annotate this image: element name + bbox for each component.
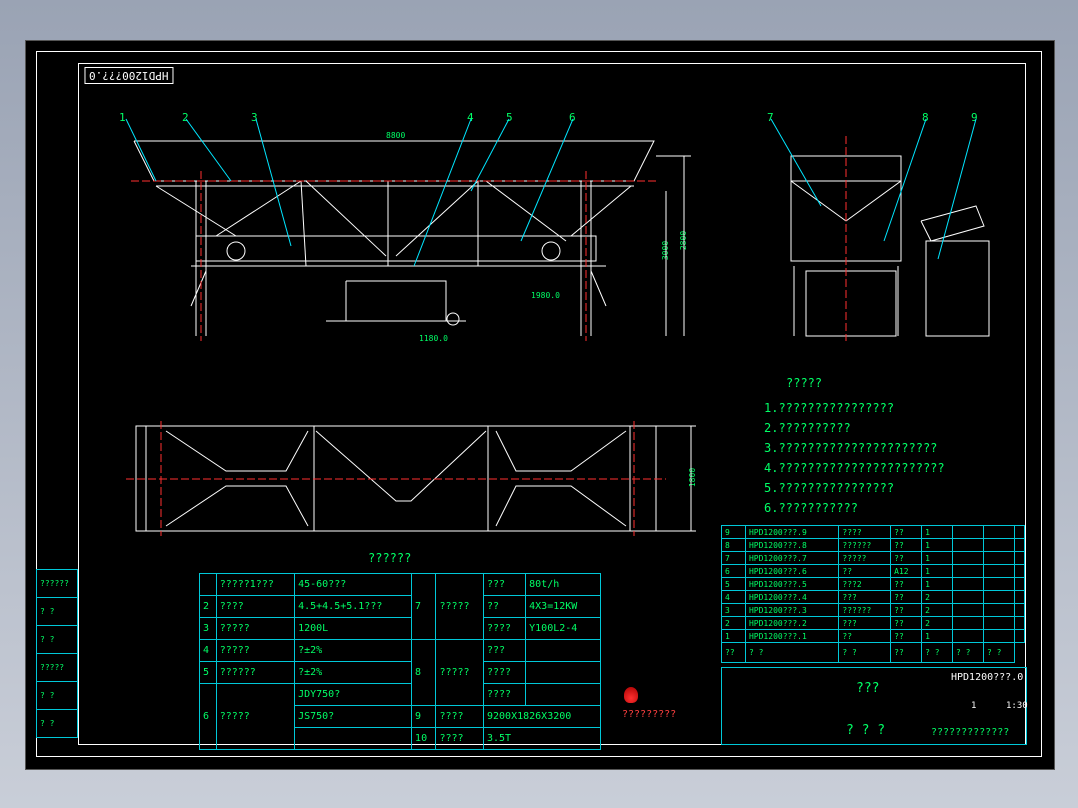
notes-item-6: 6.???????????: [764, 501, 858, 515]
callout-7: 7: [767, 111, 774, 124]
dim-top-width: 8800: [386, 131, 406, 140]
title-code: HPD1200???.0: [951, 672, 1024, 683]
callout-2: 2: [182, 111, 189, 124]
title-scale: 1:30: [1006, 701, 1028, 711]
title-name-2: ? ? ?: [846, 723, 886, 738]
notes-title: ?????: [786, 376, 823, 390]
notes-item-4: 4.???????????????????????: [764, 461, 945, 475]
notes-item-5: 5.????????????????: [764, 481, 895, 495]
notes-item-3: 3.??????????????????????: [764, 441, 938, 455]
notes-item-2: 2.??????????: [764, 421, 851, 435]
notes-item-1: 1.????????????????: [764, 401, 895, 415]
left-strip: ?????? ? ? ? ? ????? ? ? ? ?: [36, 569, 78, 738]
callout-9: 9: [971, 111, 978, 124]
logo-text: ?????????: [622, 709, 677, 720]
callout-8: 8: [922, 111, 929, 124]
outer-frame: [36, 51, 1042, 757]
callout-1: 1: [119, 111, 126, 124]
title-block: [721, 667, 1027, 745]
spec-table-title: ??????: [368, 551, 412, 565]
callout-6: 6: [569, 111, 576, 124]
title-qty: 1: [971, 701, 977, 711]
title-name-1: ???: [856, 681, 880, 696]
spec-table: ?????1???45-60???7????????80t/h 2????4.5…: [199, 573, 602, 750]
dim-d1: 1980.0: [531, 291, 560, 300]
title-footer: ?????????????: [931, 727, 1010, 738]
callout-3: 3: [251, 111, 258, 124]
callout-4: 4: [467, 111, 474, 124]
dim-d2: 1180.0: [419, 334, 448, 343]
logo-flame-icon: [624, 687, 638, 703]
callout-5: 5: [506, 111, 513, 124]
drawing-canvas: HPD1200???.0 1 2 3 4 5 6 7 8 9 8800 3000…: [25, 40, 1055, 770]
bom-header: ??? ?? ???? ?? ?? ?: [721, 642, 1025, 663]
drawing-lines: [125, 118, 990, 536]
